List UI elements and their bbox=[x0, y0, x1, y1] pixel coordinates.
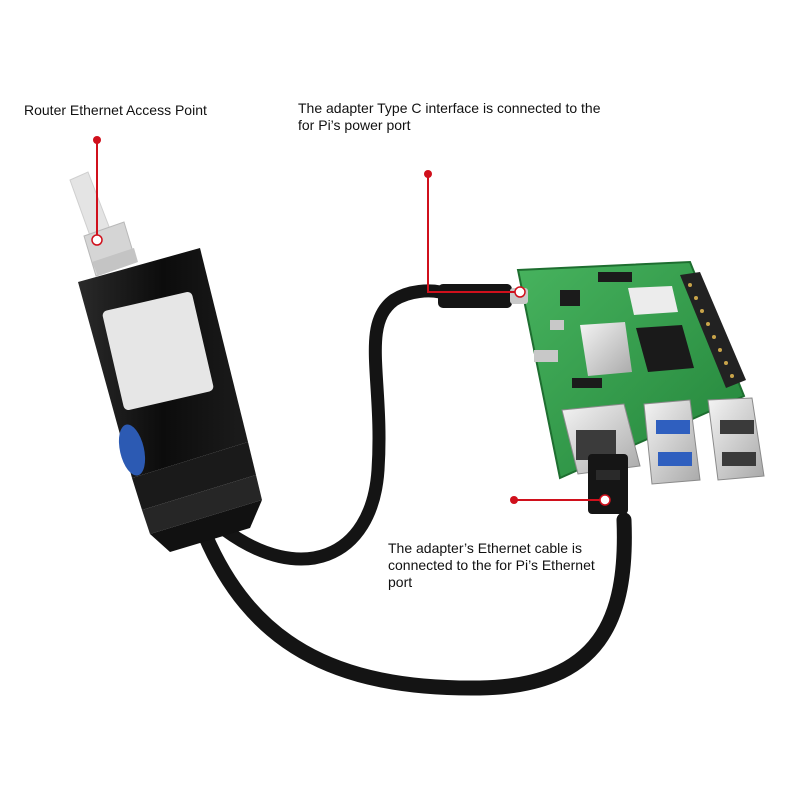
callout-type-c-text: The adapter Type C interface is connecte… bbox=[298, 100, 600, 134]
callout-ethernet bbox=[510, 494, 611, 506]
callout-type-c-line-1: The adapter Type C interface is connecte… bbox=[298, 100, 601, 116]
adapter-blue-sticker bbox=[118, 424, 146, 476]
pi-usb-ports bbox=[643, 397, 765, 485]
callout-ethernet-line-3: port bbox=[388, 574, 413, 590]
ethernet-cable bbox=[197, 512, 632, 696]
callout-router bbox=[91, 136, 103, 246]
callout-router-text: Router Ethernet Access Point bbox=[24, 102, 207, 119]
wifi-module bbox=[628, 286, 678, 315]
callout-ethernet-line-2: connected to the for Pi’s Ethernet bbox=[388, 557, 595, 573]
adapter-label-sticker bbox=[102, 291, 214, 411]
soc-shield bbox=[580, 322, 632, 376]
callout-ethernet-line-1: The adapter’s Ethernet cable is bbox=[388, 540, 583, 556]
callout-type-c-line-2: for Pi’s power port bbox=[298, 117, 411, 133]
callout-ethernet-text: The adapter’s Ethernet cable is connecte… bbox=[388, 540, 595, 591]
callout-router-line-1: Router Ethernet Access Point bbox=[24, 102, 207, 118]
callout-type-c bbox=[424, 170, 526, 298]
gpio-header bbox=[680, 272, 746, 388]
rj45-plug bbox=[588, 454, 628, 514]
ram-chip bbox=[636, 325, 694, 372]
poe-adapter bbox=[78, 248, 262, 552]
router-ethernet-cable bbox=[69, 171, 138, 277]
type-c-cable bbox=[218, 284, 447, 566]
type-c-plug bbox=[438, 284, 528, 308]
